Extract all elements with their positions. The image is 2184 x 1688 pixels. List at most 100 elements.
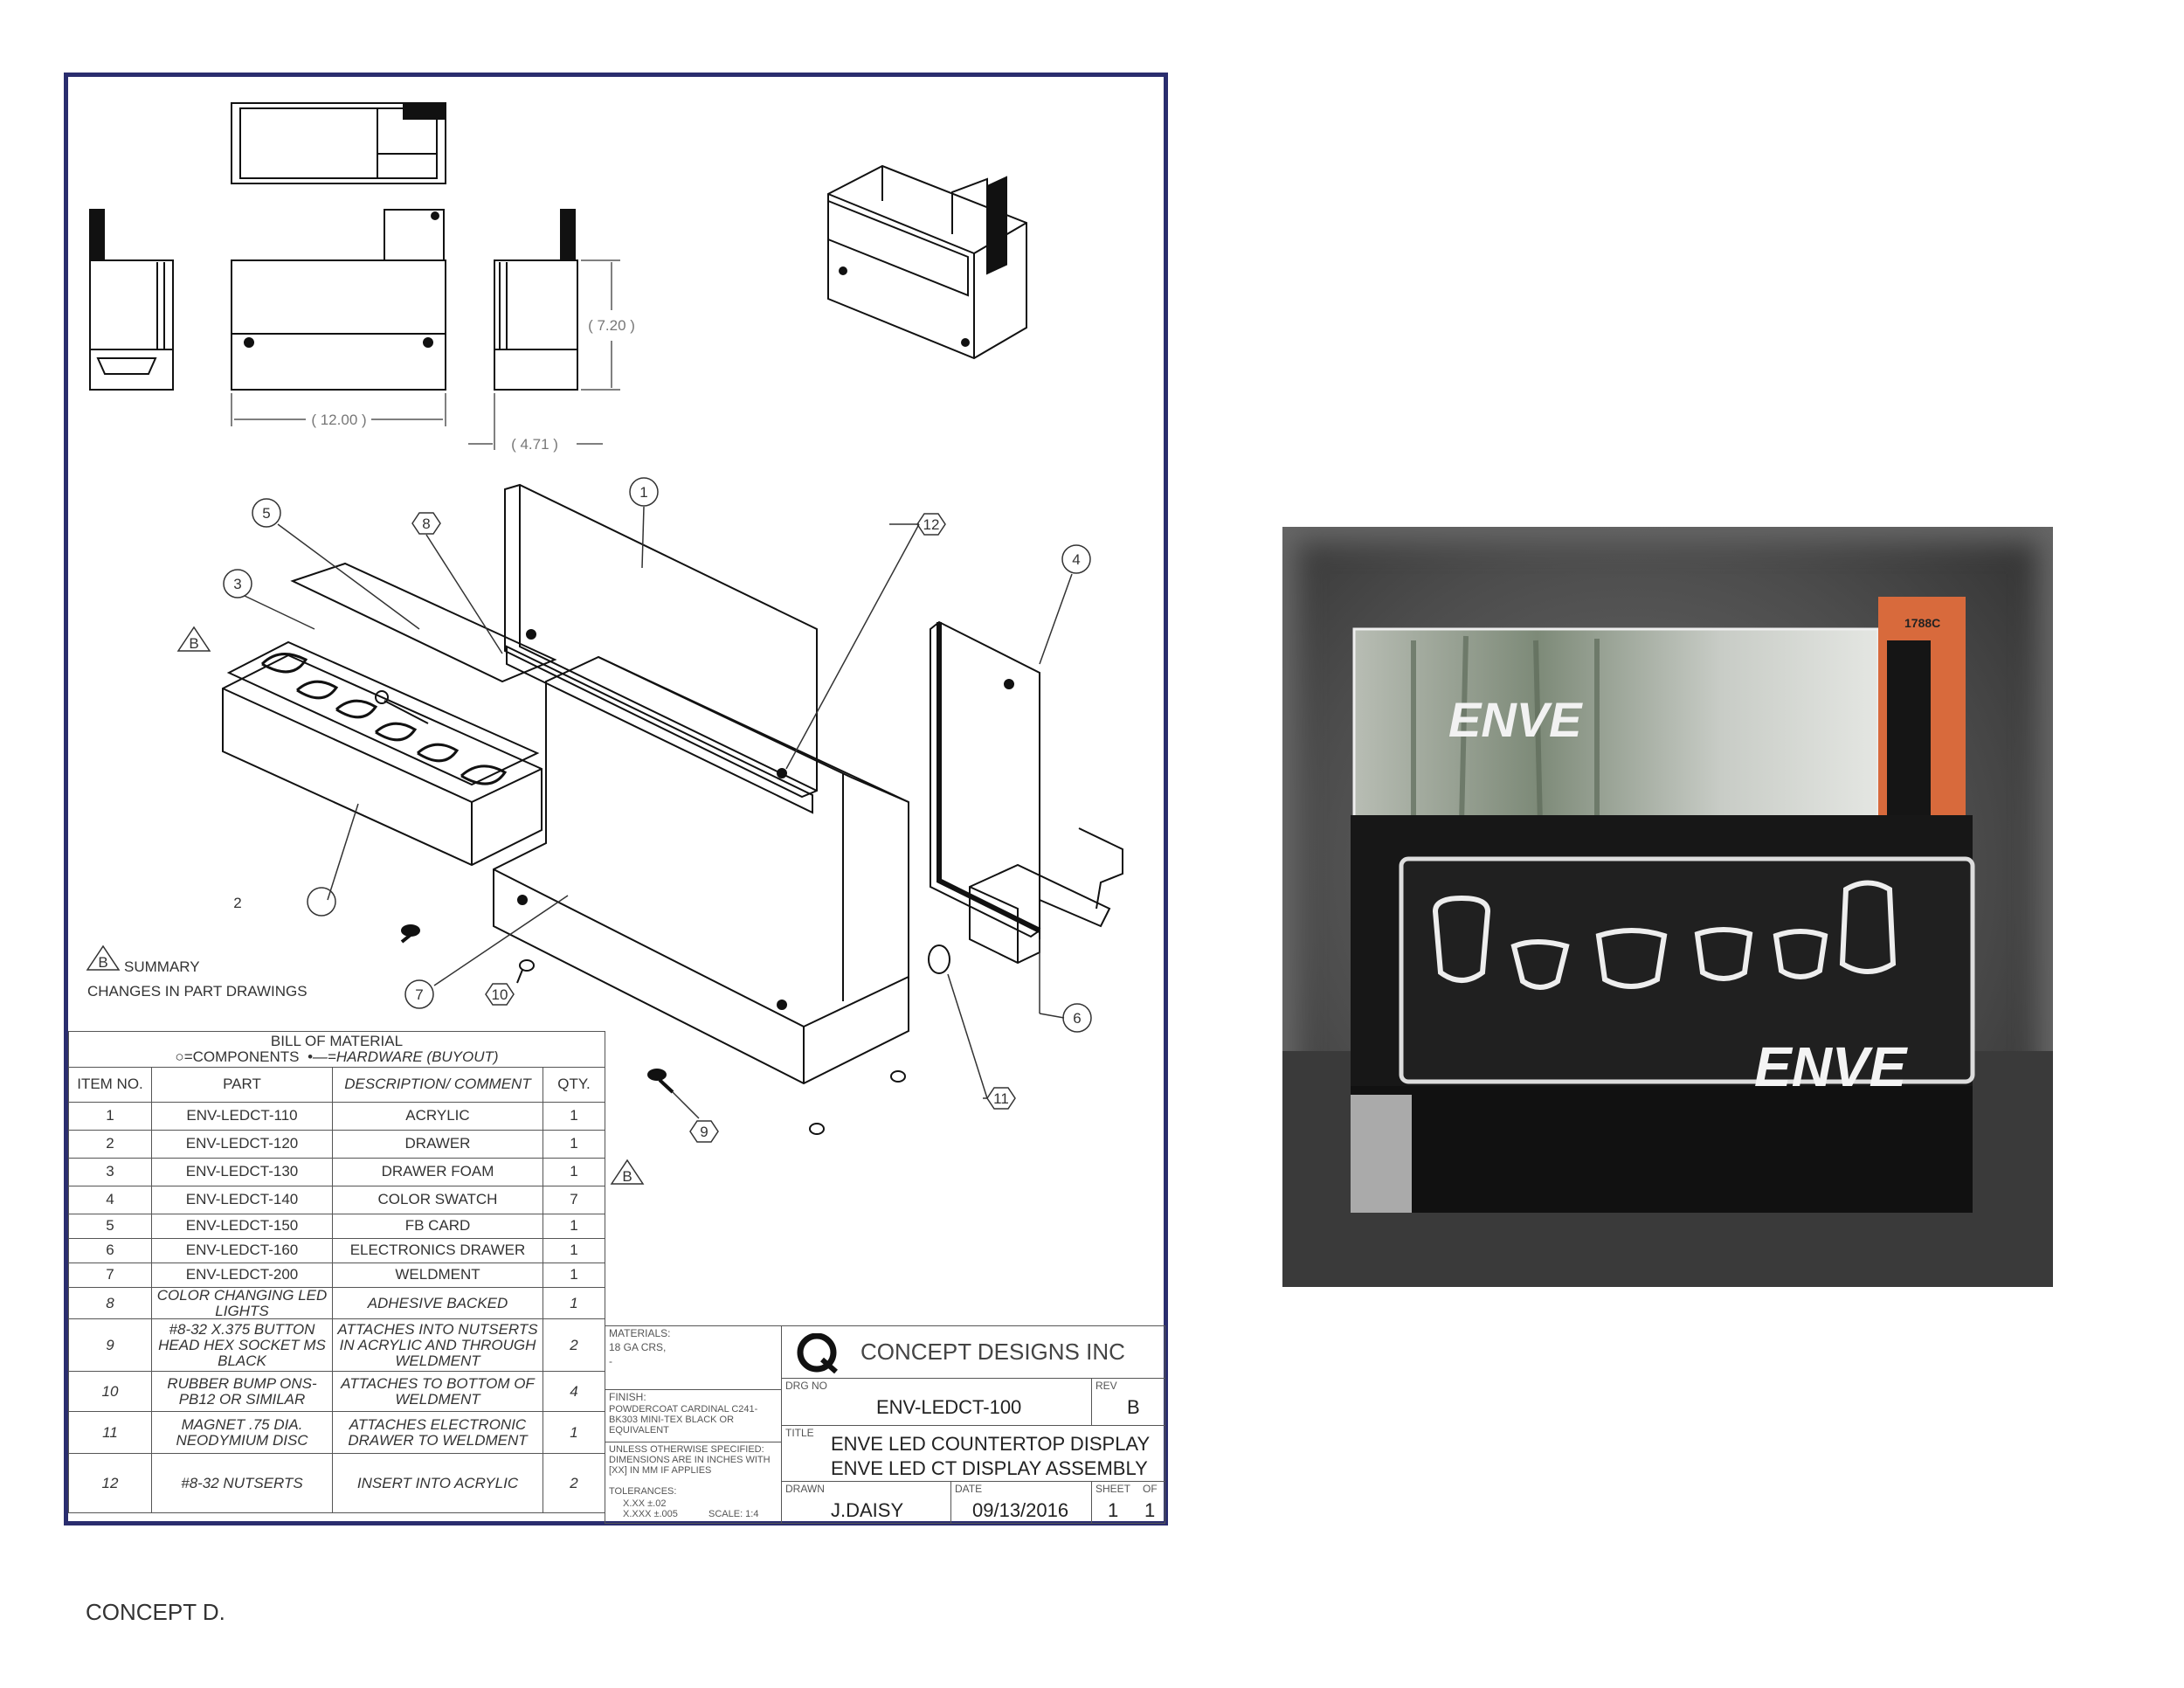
bom-cell: INSERT INTO ACRYLIC	[332, 1453, 543, 1514]
tb-materials: MATERIALS: 18 GA CRS, -	[605, 1325, 782, 1390]
tb-drawn: DRAWN J.DAISY	[781, 1481, 951, 1524]
title-label: TITLE	[785, 1427, 814, 1439]
bom-row: 9#8-32 X.375 BUTTON HEAD HEX SOCKET MS B…	[68, 1318, 605, 1373]
bom-cell: ENV-LEDCT-140	[151, 1185, 333, 1214]
tb-company: CONCEPT DESIGNS INC	[781, 1325, 1165, 1379]
summary-line2: CHANGES IN PART DRAWINGS	[87, 983, 308, 1000]
bom-title: BILL OF MATERIAL	[68, 1030, 605, 1049]
balloon-2: 2	[233, 895, 241, 911]
bom-cell: MAGNET .75 DIA. NEODYMIUM DISC	[151, 1411, 333, 1455]
rev-value: B	[1127, 1396, 1140, 1418]
materials-value: 18 GA CRS,	[609, 1341, 667, 1353]
sheet-number: 1	[1108, 1499, 1119, 1521]
bom-cell: RUBBER BUMP ONS-PB12 OR SIMILAR	[151, 1371, 333, 1413]
drg-no: ENV-LEDCT-100	[876, 1396, 1022, 1418]
balloons	[86, 477, 1092, 1185]
balloon-3: 3	[233, 576, 241, 592]
materials-dash: -	[609, 1355, 612, 1367]
of-label: OF	[1143, 1483, 1158, 1495]
bom-cell: ATTACHES TO BOTTOM OF WELDMENT	[332, 1371, 543, 1413]
bom-cell: ELECTRONICS DRAWER	[332, 1237, 543, 1263]
materials-label: MATERIALS:	[609, 1327, 671, 1339]
balloon-1: 1	[639, 484, 647, 501]
bom-cell: 7	[543, 1185, 605, 1214]
balloon-9: 9	[700, 1124, 708, 1140]
bom-cell: 8	[68, 1286, 152, 1320]
drg-no-label: DRG NO	[785, 1380, 827, 1392]
tb-title: TITLE ENVE LED COUNTERTOP DISPLAY ENVE L…	[781, 1425, 1165, 1482]
bom-cell: #8-32 NUTSERTS	[151, 1453, 333, 1514]
bom-cell: 2	[68, 1129, 152, 1159]
balloon-6: 6	[1073, 1010, 1081, 1027]
tb-date: DATE 09/13/2016	[950, 1481, 1092, 1524]
title-line2: ENVE LED CT DISPLAY ASSEMBLY	[831, 1457, 1148, 1479]
tol-xxx: X.XXX ±.005	[623, 1509, 678, 1519]
dimension-lines	[231, 259, 620, 450]
bom-cell: 1	[68, 1101, 152, 1131]
bom-header-item: ITEM NO.	[68, 1066, 152, 1103]
balloon-5: 5	[262, 505, 270, 522]
exploded-view	[222, 483, 1123, 1135]
company-name: CONCEPT DESIGNS INC	[860, 1339, 1125, 1365]
sheet-label: SHEET	[1095, 1483, 1131, 1495]
date-value: 09/13/2016	[972, 1499, 1069, 1521]
top-view	[231, 102, 446, 184]
dim-depth: ( 4.71 )	[511, 436, 558, 453]
scale: SCALE: 1:4	[708, 1509, 759, 1519]
bom-cell: ACRYLIC	[332, 1101, 543, 1131]
tolerance-note: UNLESS OTHERWISE SPECIFIED: DIMENSIONS A…	[609, 1444, 771, 1477]
balloon-8: 8	[422, 515, 430, 532]
bom-cell: 1	[543, 1157, 605, 1186]
bom-cell: #8-32 X.375 BUTTON HEAD HEX SOCKET MS BL…	[151, 1318, 333, 1373]
bom-cell: COLOR SWATCH	[332, 1185, 543, 1214]
bom-cell: FB CARD	[332, 1213, 543, 1239]
bom-cell: ENV-LEDCT-110	[151, 1101, 333, 1131]
bom-cell: ATTACHES INTO NUTSERTS IN ACRYLIC AND TH…	[332, 1318, 543, 1373]
footer-text: CONCEPT D.	[86, 1599, 225, 1625]
front-logo: ENVE	[1754, 1035, 1909, 1098]
tb-drg-no: DRG NO ENV-LEDCT-100	[781, 1378, 1092, 1426]
balloon-4: 4	[1072, 551, 1080, 568]
bom-cell: ADHESIVE BACKED	[332, 1286, 543, 1320]
bom-cell: ENV-LEDCT-120	[151, 1129, 333, 1159]
tb-tolerances: UNLESS OTHERWISE SPECIFIED: DIMENSIONS A…	[605, 1442, 782, 1524]
leader-lines	[244, 506, 1073, 1119]
card-logo: ENVE	[1448, 692, 1583, 747]
bom-cell: 1	[543, 1286, 605, 1320]
bom-cell: WELDMENT	[332, 1262, 543, 1288]
bom-cell: 2	[543, 1453, 605, 1514]
rev-marker-3: B	[98, 954, 107, 971]
bom-cell: COLOR CHANGING LED LIGHTS	[151, 1286, 333, 1320]
drawn-label: DRAWN	[785, 1483, 825, 1495]
bill-of-material: BILL OF MATERIAL ○=COMPONENTS •—=HARDWAR…	[68, 1030, 605, 1514]
bom-cell: 1	[543, 1129, 605, 1159]
bom-cell: ENV-LEDCT-150	[151, 1213, 333, 1239]
rev-marker-2: B	[622, 1168, 632, 1185]
drawn-by: J.DAISY	[831, 1499, 904, 1521]
bom-cell: 7	[68, 1262, 152, 1288]
balloon-10: 10	[492, 986, 508, 1003]
balloon-7: 7	[415, 986, 423, 1003]
left-side-view	[89, 209, 174, 391]
bom-cell: 6	[68, 1237, 152, 1263]
bom-legend-hardware: =HARDWARE (BUYOUT)	[327, 1048, 499, 1065]
isometric-view	[827, 164, 1027, 360]
rev-label: REV	[1095, 1380, 1117, 1392]
bom-cell: 5	[68, 1213, 152, 1239]
bom-cell: 12	[68, 1453, 152, 1514]
finish-label: FINISH:	[609, 1391, 646, 1403]
company-logo-icon	[797, 1333, 838, 1373]
balloon-11: 11	[993, 1090, 1009, 1107]
bom-cell: 4	[543, 1371, 605, 1413]
bom-cell: 1	[543, 1101, 605, 1131]
bom-header-part: PART	[151, 1066, 333, 1103]
bom-cell: 2	[543, 1318, 605, 1373]
